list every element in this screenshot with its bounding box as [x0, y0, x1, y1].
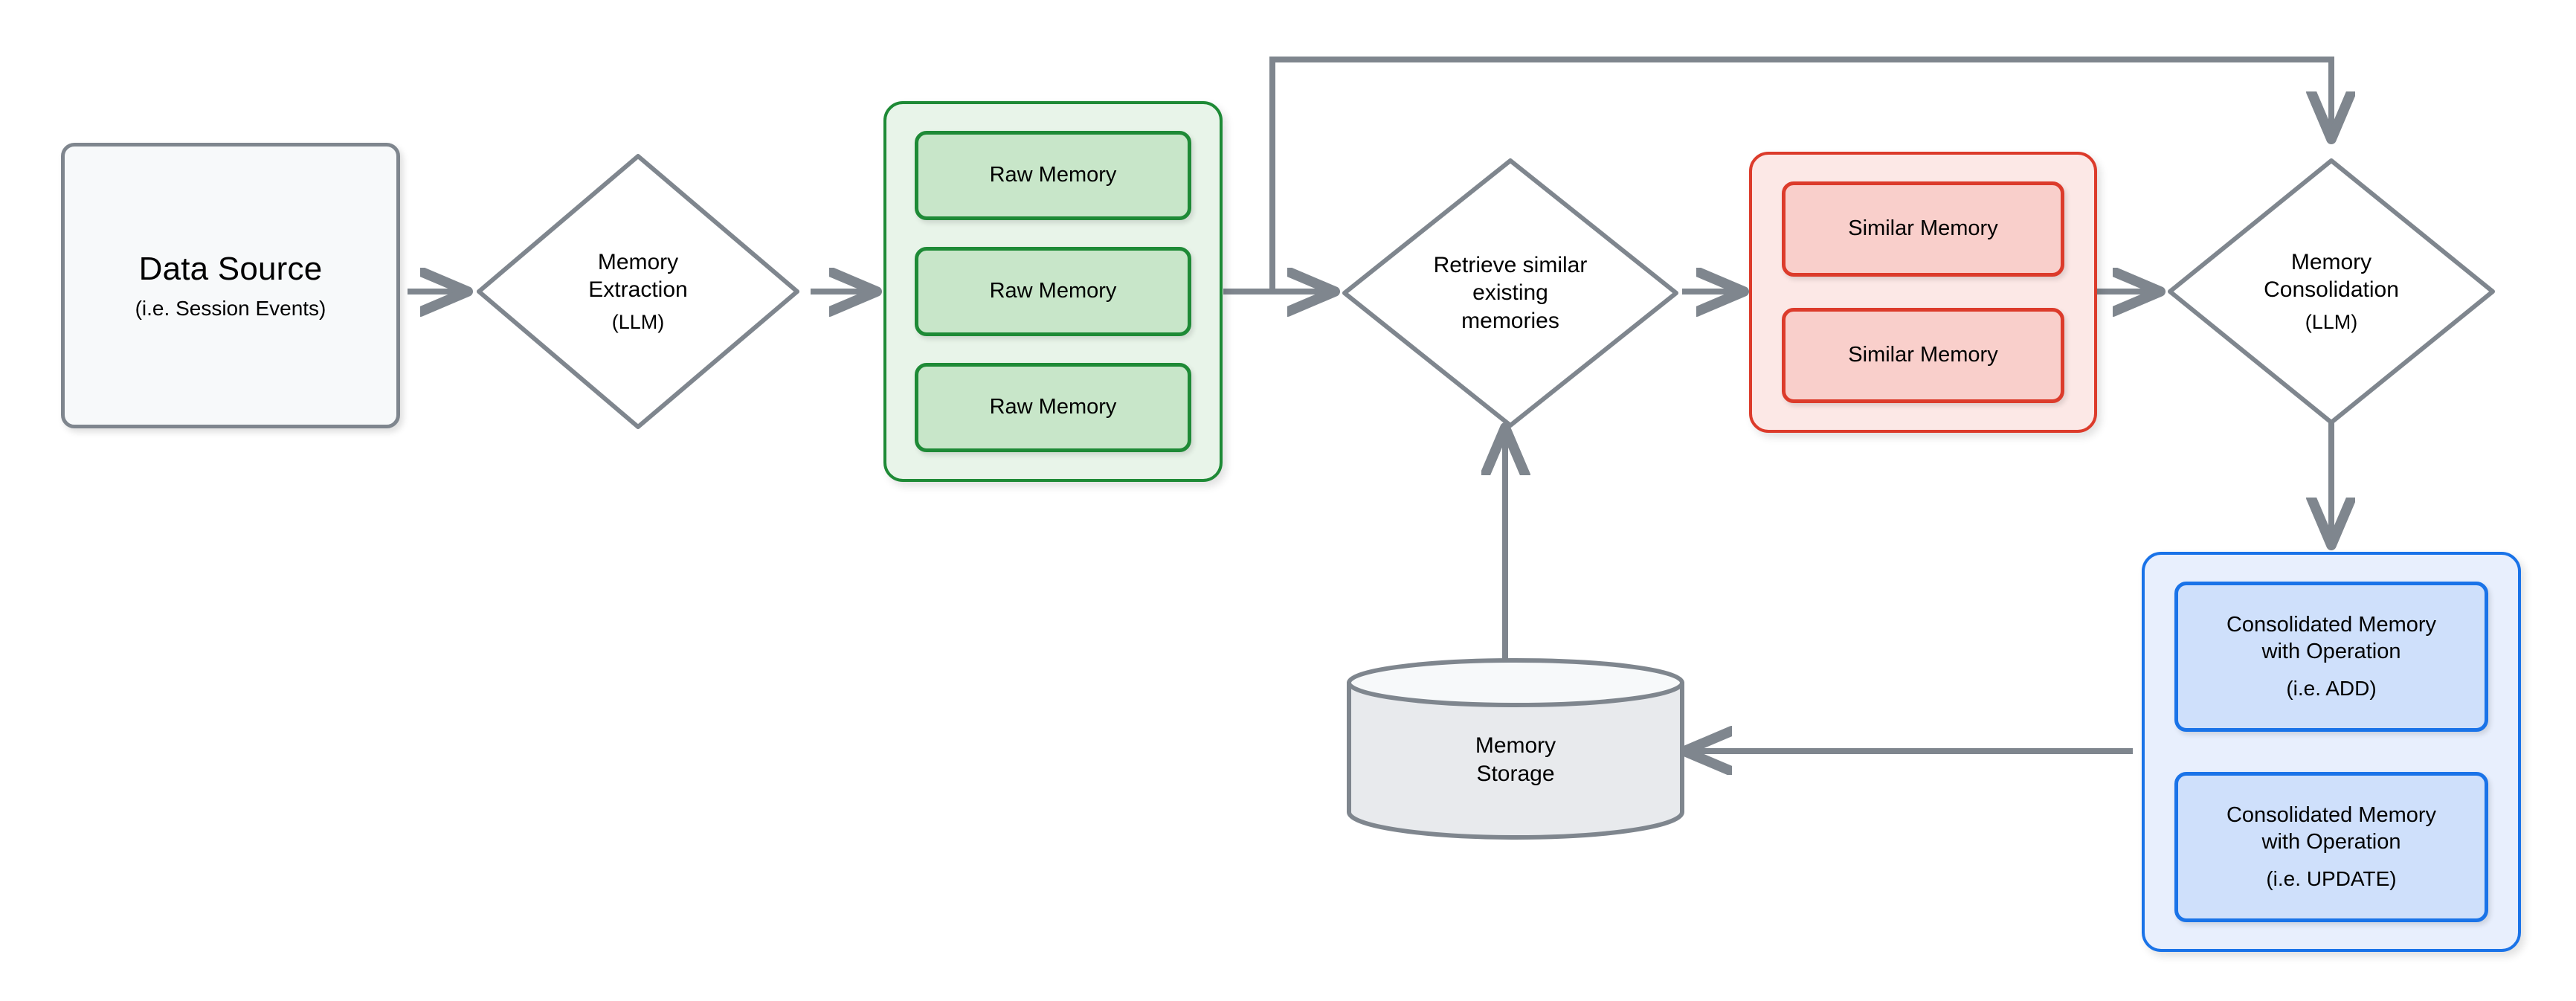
- chip-similar-memory-1[interactable]: Similar Memory: [1782, 181, 2064, 277]
- node-memory-consolidation[interactable]: Memory Consolidation (LLM): [2164, 155, 2499, 428]
- data-source-title: Data Source: [138, 251, 323, 288]
- memory-storage-label: Memory Storage: [1345, 683, 1687, 837]
- chip-consolidated-memory-add[interactable]: Consolidated Memory with Operation (i.e.…: [2174, 582, 2488, 732]
- chip-consolidated-memory-update[interactable]: Consolidated Memory with Operation (i.e.…: [2174, 772, 2488, 922]
- memory-extraction-label: Memory Extraction (LLM): [473, 150, 803, 433]
- memory-storage-line1: Memory: [1475, 733, 1556, 759]
- retrieve-similar-line3: memories: [1461, 308, 1559, 333]
- node-retrieve-similar-memories[interactable]: Retrieve similar existing memories: [1339, 155, 1682, 431]
- chip-similar-memory-2[interactable]: Similar Memory: [1782, 308, 2064, 403]
- retrieve-similar-shape: [1342, 158, 1678, 428]
- memory-extraction-line2: Extraction: [588, 277, 688, 303]
- data-source-subtitle: (i.e. Session Events): [135, 297, 326, 321]
- chip-consolidated-memory-add-operation: (i.e. ADD): [2286, 677, 2377, 701]
- memory-consolidation-shape: [2168, 158, 2495, 425]
- retrieve-similar-label: Retrieve similar existing memories: [1339, 155, 1682, 431]
- chip-similar-memory-1-label: Similar Memory: [1848, 216, 1998, 241]
- chip-consolidated-memory-update-line2: with Operation: [2261, 830, 2401, 854]
- chip-raw-memory-3-label: Raw Memory: [989, 395, 1117, 419]
- node-raw-memory-group[interactable]: Raw Memory Raw Memory Raw Memory: [883, 101, 1223, 482]
- chip-raw-memory-1-label: Raw Memory: [989, 163, 1117, 187]
- node-memory-storage[interactable]: Memory Storage: [1345, 657, 1687, 840]
- node-data-source[interactable]: Data Source (i.e. Session Events): [61, 143, 400, 428]
- memory-consolidation-label: Memory Consolidation (LLM): [2164, 155, 2499, 428]
- node-similar-memory-group[interactable]: Similar Memory Similar Memory: [1749, 152, 2097, 433]
- node-consolidated-memory-group[interactable]: Consolidated Memory with Operation (i.e.…: [2142, 552, 2521, 952]
- memory-extraction-shape: [477, 154, 799, 429]
- chip-consolidated-memory-update-line1: Consolidated Memory: [2226, 803, 2437, 828]
- memory-consolidation-line1: Memory: [2290, 250, 2372, 275]
- memory-consolidation-line3: (LLM): [2305, 311, 2358, 334]
- chip-consolidated-memory-add-line2: with Operation: [2261, 640, 2401, 664]
- memory-storage-line2: Storage: [1476, 762, 1555, 786]
- chip-raw-memory-2-label: Raw Memory: [989, 279, 1117, 303]
- chip-consolidated-memory-update-operation: (i.e. UPDATE): [2266, 867, 2397, 891]
- memory-extraction-line3: (LLM): [611, 311, 665, 334]
- memory-extraction-line1: Memory: [597, 250, 679, 275]
- chip-similar-memory-2-label: Similar Memory: [1848, 343, 1998, 367]
- node-memory-extraction[interactable]: Memory Extraction (LLM): [473, 150, 803, 433]
- chip-raw-memory-1[interactable]: Raw Memory: [915, 131, 1191, 220]
- chip-consolidated-memory-add-line1: Consolidated Memory: [2226, 613, 2437, 637]
- chip-raw-memory-2[interactable]: Raw Memory: [915, 247, 1191, 336]
- chip-raw-memory-3[interactable]: Raw Memory: [915, 363, 1191, 452]
- retrieve-similar-line2: existing: [1472, 280, 1548, 306]
- memory-consolidation-line2: Consolidation: [2264, 277, 2399, 303]
- retrieve-similar-line1: Retrieve similar: [1433, 253, 1588, 278]
- memory-storage-shape: [1347, 658, 1684, 840]
